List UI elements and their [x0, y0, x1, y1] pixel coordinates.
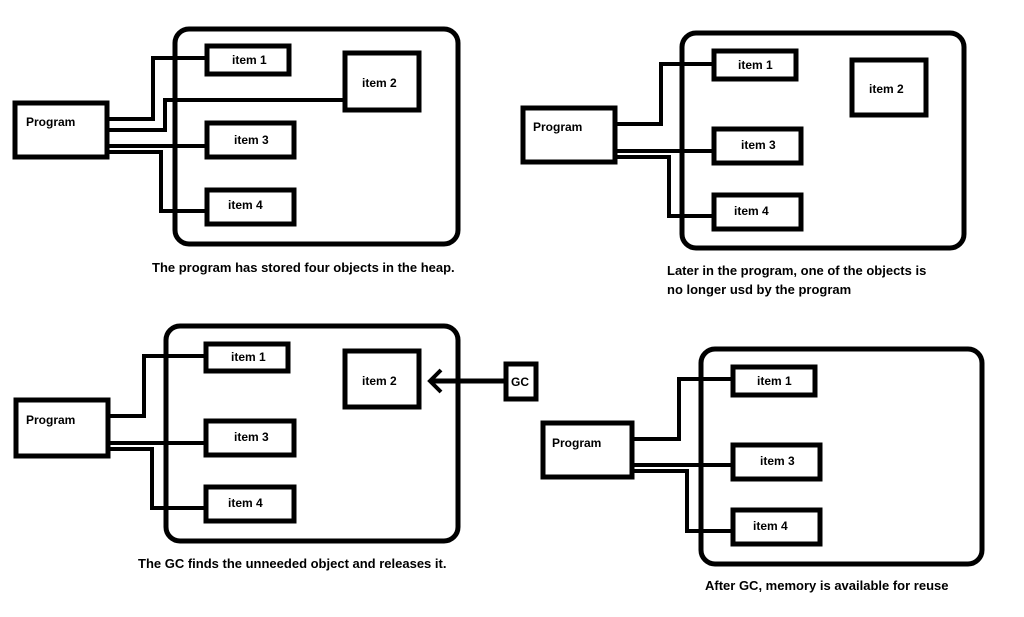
item-2-label: item 2 [869, 82, 904, 96]
reference-line-item-1 [107, 56, 207, 121]
item-4-box [204, 187, 297, 227]
item-2-label: item 2 [362, 76, 397, 90]
panel-2 [520, 30, 967, 251]
panel-4 [540, 346, 985, 567]
item-3-label: item 3 [234, 430, 269, 444]
caption-line-1: Later in the program, one of the objects… [667, 263, 926, 278]
item-2-box [342, 348, 422, 410]
item-3-box [711, 126, 804, 166]
item-3-box [730, 442, 823, 482]
item-1-label: item 1 [757, 374, 792, 388]
program-box [13, 397, 111, 459]
item-4-box [711, 192, 804, 232]
program-label: Program [533, 120, 582, 134]
panel-1 [12, 26, 461, 247]
reference-line-item-4 [615, 155, 714, 218]
item-4-label: item 4 [734, 204, 769, 218]
panel-3 [13, 323, 539, 544]
program-box [520, 105, 618, 165]
item-2-box [849, 57, 929, 118]
heap-box [172, 26, 461, 247]
item-3-box [204, 120, 297, 160]
program-box [12, 100, 110, 160]
program-label: Program [26, 413, 75, 427]
item-3-label: item 3 [741, 138, 776, 152]
item-4-label: item 4 [228, 198, 263, 212]
reference-line-item-4 [632, 469, 733, 533]
gc-arrow-head [427, 368, 443, 394]
reference-line-item-4 [107, 150, 207, 213]
caption: The program has stored four objects in t… [152, 260, 455, 275]
reference-line-item-1 [108, 354, 206, 418]
item-1-label: item 1 [231, 350, 266, 364]
item-1-label: item 1 [232, 53, 267, 67]
reference-line-item-1 [615, 62, 714, 126]
item-2-label: item 2 [362, 374, 397, 388]
item-3-box [203, 418, 297, 458]
heap-box [698, 346, 985, 567]
program-label: Program [26, 115, 75, 129]
program-box [540, 420, 635, 480]
item-4-label: item 4 [753, 519, 788, 533]
reference-line-item-1 [632, 377, 733, 441]
item-3-label: item 3 [234, 133, 269, 147]
program-label: Program [552, 436, 601, 450]
caption-line-2: no longer usd by the program [667, 282, 851, 297]
item-2-box [342, 50, 422, 113]
caption: The GC finds the unneeded object and rel… [138, 556, 446, 571]
item-4-box [730, 507, 823, 547]
reference-line-item-2 [107, 98, 345, 132]
reference-line-item-4 [108, 447, 206, 510]
heap-box [163, 323, 461, 544]
gc-label: GC [511, 375, 529, 389]
item-1-label: item 1 [738, 58, 773, 72]
item-3-label: item 3 [760, 454, 795, 468]
item-4-box [203, 484, 297, 524]
caption: After GC, memory is available for reuse [705, 578, 948, 593]
item-4-label: item 4 [228, 496, 263, 510]
heap-box [679, 30, 967, 251]
